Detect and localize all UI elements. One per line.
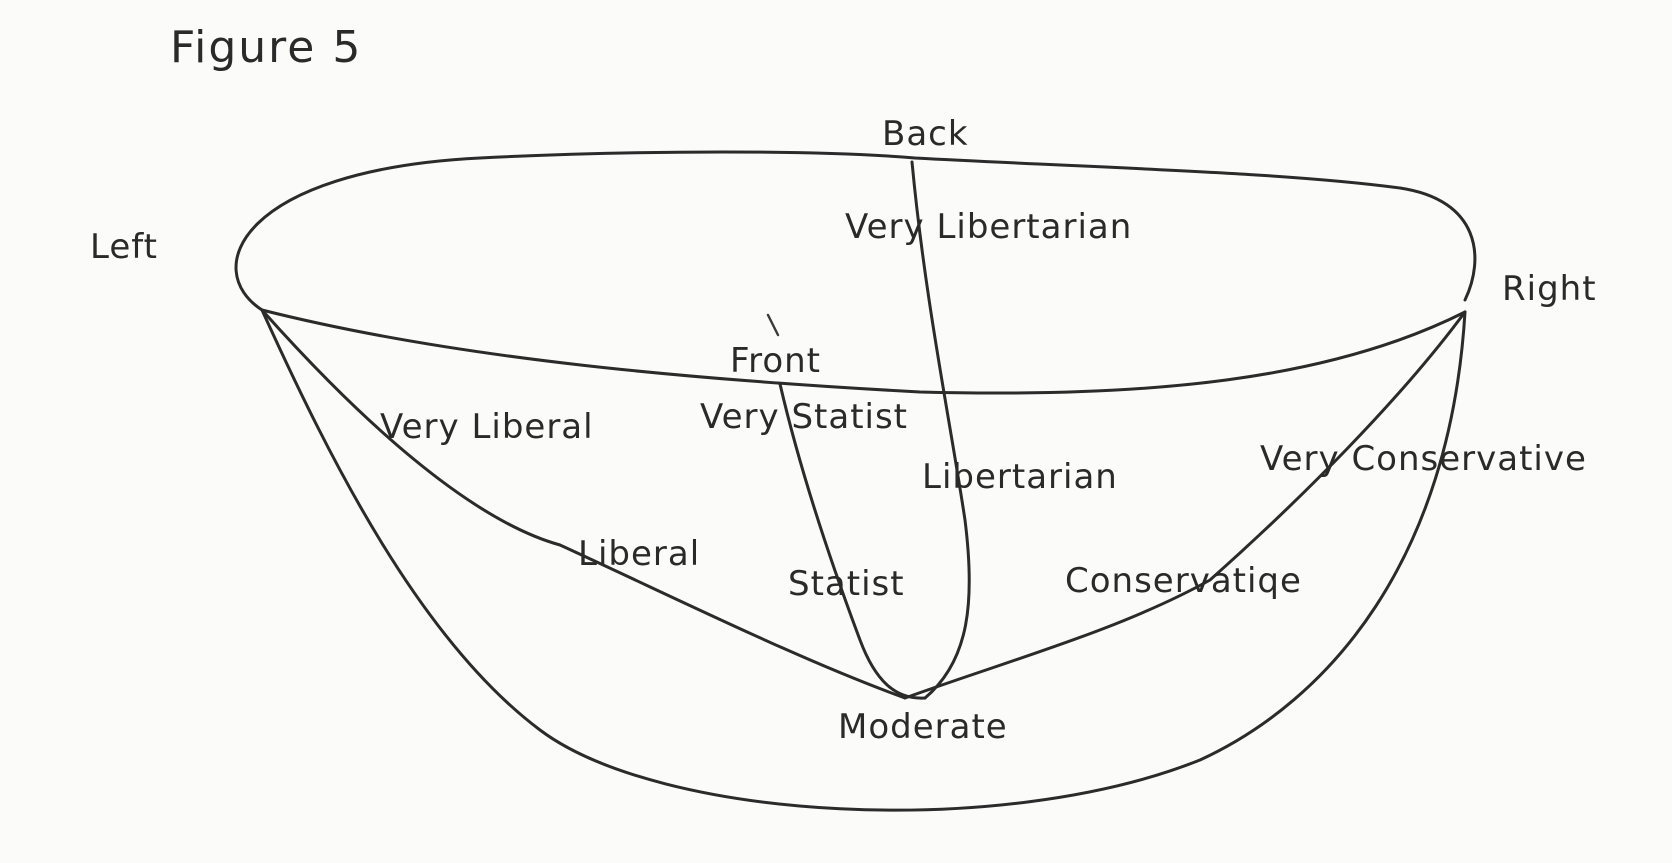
- label-moderate: Moderate: [838, 707, 1008, 747]
- label-very-libertarian: Very Libertarian: [845, 207, 1132, 247]
- label-left: Left: [90, 227, 158, 267]
- bowl-outer-body: [260, 308, 1467, 812]
- front-tick-mark: [766, 313, 780, 337]
- label-back: Back: [882, 114, 969, 154]
- inner-curve-right: [903, 310, 1467, 700]
- label-statist: Statist: [788, 564, 905, 604]
- label-very-conservative: Very Conservative: [1260, 439, 1587, 479]
- inner-curve-left: [260, 308, 907, 700]
- bowl-rim-front: [260, 308, 1467, 395]
- bowl-rim-back: [234, 150, 1477, 312]
- label-very-statist: Very Statist: [700, 397, 908, 437]
- label-very-liberal: Very Liberal: [380, 407, 594, 447]
- libertarian-axis: [910, 160, 971, 700]
- label-liberal: Liberal: [578, 534, 700, 574]
- label-libertarian: Libertarian: [922, 457, 1118, 497]
- label-front: Front: [730, 341, 821, 381]
- label-conservative: Conservatiqe: [1065, 561, 1302, 601]
- label-right: Right: [1502, 269, 1597, 309]
- figure-title: Figure 5: [170, 22, 362, 73]
- statist-axis: [778, 382, 927, 700]
